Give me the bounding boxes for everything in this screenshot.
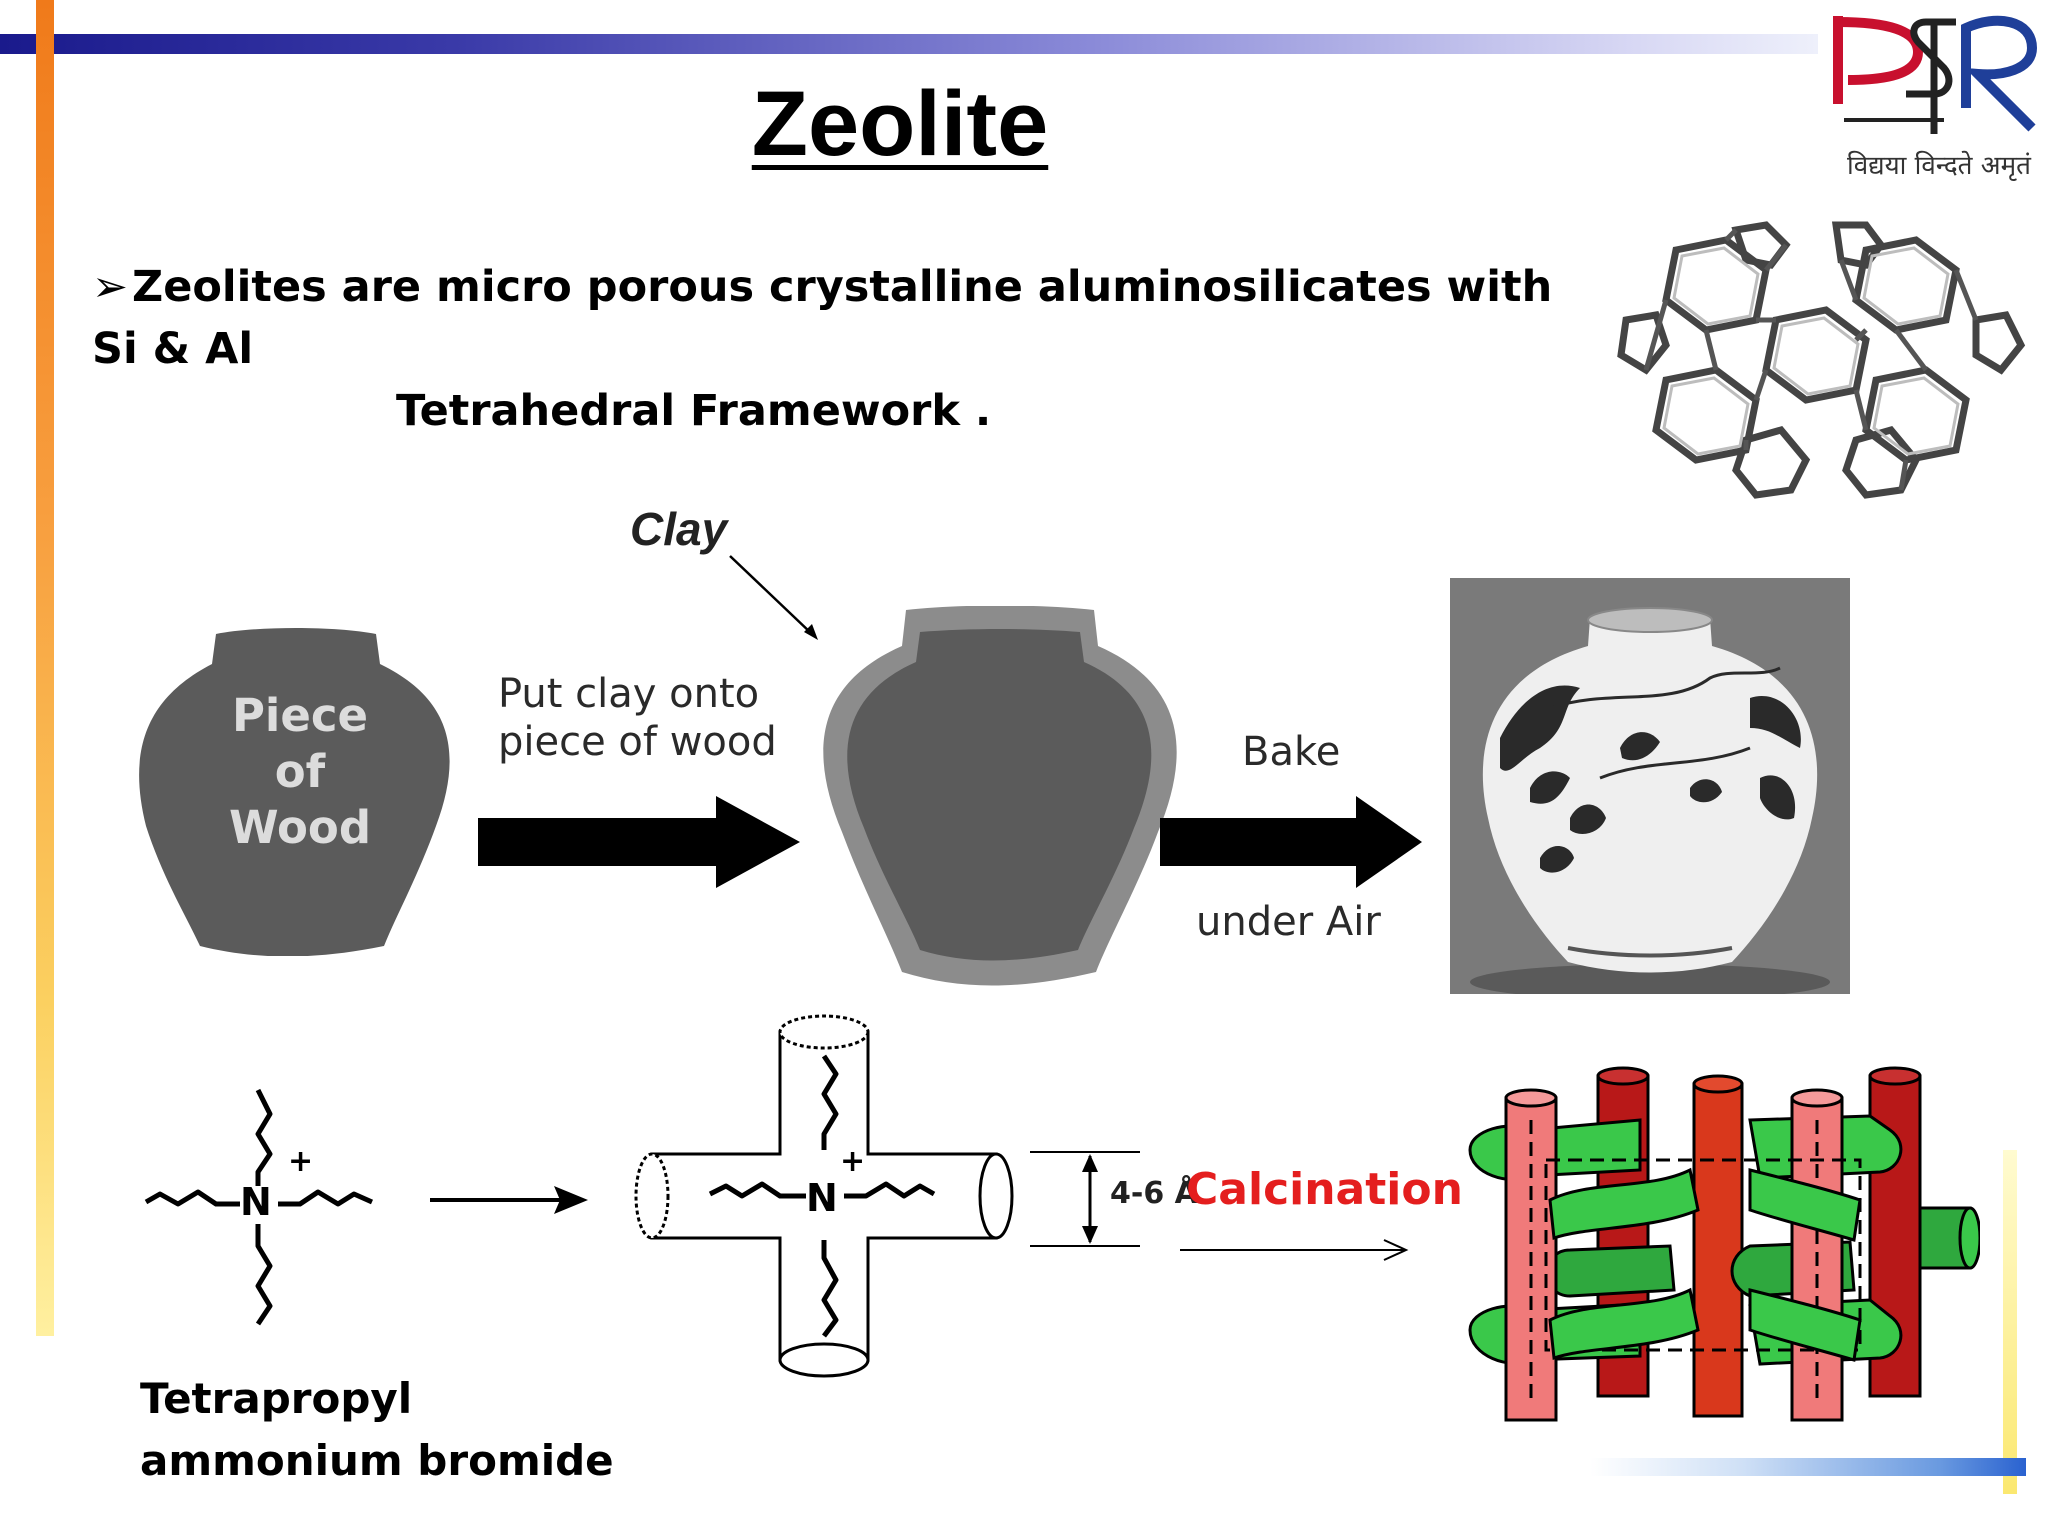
template-name-label: Tetrapropyl ammonium bromide: [140, 1368, 740, 1492]
institution-logo: [1833, 15, 2038, 134]
put-clay-line-2: piece of wood: [498, 719, 777, 765]
template-name-line-1: Tetrapropyl: [140, 1374, 413, 1423]
put-clay-line-1: Put clay onto: [498, 671, 760, 717]
pore-size-label: 4-6 Å: [1110, 1176, 1198, 1211]
step-1-arrow-icon: [478, 796, 800, 888]
clay-pointer-arrow-icon: [729, 555, 818, 640]
clay-label: Clay: [630, 503, 728, 555]
template-name-line-2: ammonium bromide: [140, 1436, 614, 1485]
wood-piece-label: Piece of Wood: [180, 688, 420, 856]
logo-p-letter: [1833, 16, 1924, 104]
calcination-label: Calcination: [1186, 1164, 1463, 1215]
step-2-arrow-icon: [1160, 796, 1422, 888]
right-gradient-bar: [2003, 1150, 2017, 1494]
logo-s-letter: [1906, 18, 1956, 134]
wood-label-line-3: Wood: [228, 801, 372, 854]
bullet-arrow-icon: ➢: [92, 262, 129, 312]
wood-label-line-2: of: [274, 745, 326, 798]
step-3-arrow-icon: [430, 1186, 588, 1214]
tpa-cation-structure: [144, 1088, 374, 1326]
top-gradient-bar: [0, 34, 1818, 54]
step-put-clay-label: Put clay onto piece of wood: [498, 670, 777, 766]
logo-tagline: विद्यया विन्दते अमृतं: [1847, 151, 2031, 181]
channel-charge-label: +: [840, 1144, 866, 1179]
wood-piece-shape: [139, 628, 450, 956]
bullet-line-1: Zeolites are micro porous crystalline al…: [92, 262, 1553, 374]
pillar-orange: [1692, 1082, 1744, 1418]
pore-size-dimension-marker: [1030, 1151, 1140, 1247]
bullet-line-2: Tetrahedral Framework .: [396, 386, 992, 436]
tpa-in-channel-structure: [634, 1014, 1014, 1378]
left-gradient-bar: [36, 0, 54, 1336]
bake-label: Bake: [1242, 729, 1341, 775]
definition-bullet: ➢Zeolites are micro porous crystalline a…: [92, 256, 1572, 442]
under-air-label: under Air: [1196, 899, 1381, 945]
ceramic-vase-image: [1450, 578, 1850, 994]
clay-coated-wood-shape: [823, 606, 1177, 986]
calcination-arrow-icon: [1180, 1239, 1409, 1261]
slide-title: Zeolite: [751, 73, 1049, 175]
zeolite-framework-image: [1617, 221, 2026, 499]
cation-charge-label: +: [288, 1144, 314, 1179]
zeolite-channel-structure: [1468, 1066, 1980, 1422]
wood-label-line-1: Piece: [231, 689, 369, 742]
logo-r-letter: [1961, 15, 2038, 132]
wood-core: [847, 629, 1152, 961]
bottom-gradient-bar: [1590, 1458, 2026, 1476]
channel-nitrogen-label: N: [806, 1176, 838, 1220]
cation-nitrogen-label: N: [240, 1180, 272, 1224]
